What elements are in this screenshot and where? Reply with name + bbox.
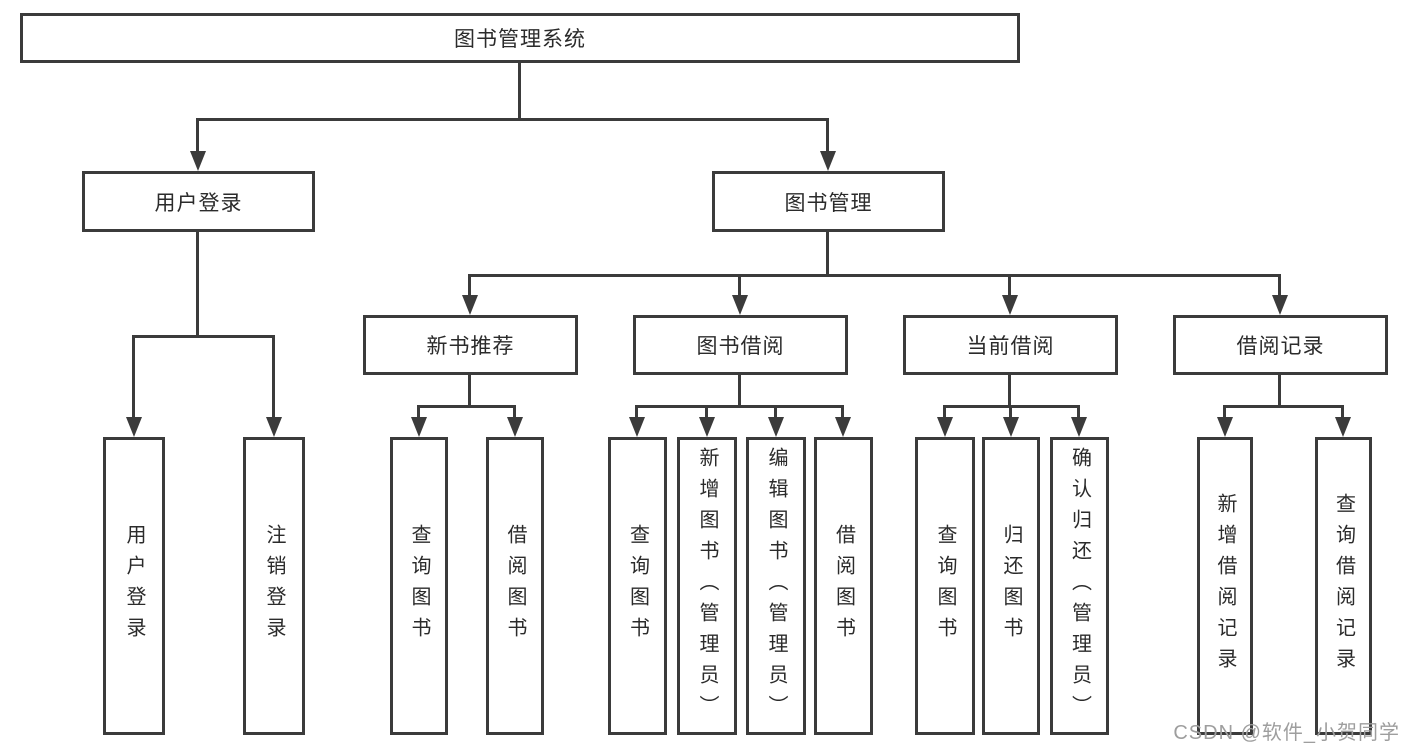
node-new-book-recommendation: 新书推荐 (363, 315, 578, 375)
connector-line (635, 405, 638, 419)
arrow-down-icon (1002, 295, 1018, 315)
node-borrowing-records: 借阅记录 (1173, 315, 1388, 375)
arrow-down-icon (1272, 295, 1288, 315)
arrow-down-icon (629, 417, 645, 437)
connector-line (1223, 405, 1226, 419)
connector-line (943, 405, 946, 419)
node-leaf-borrow-books: 借阅图书 (814, 437, 873, 735)
connector-line (705, 405, 708, 419)
node-leaf-query-books-recommend: 查询图书 (390, 437, 448, 735)
connector-line (468, 375, 471, 407)
connector-line (841, 405, 844, 419)
connector-line (1008, 375, 1011, 407)
connector-line (1341, 405, 1344, 419)
arrow-down-icon (1071, 417, 1087, 437)
connector-line (1077, 405, 1080, 419)
arrow-down-icon (699, 417, 715, 437)
node-leaf-logout: 注销登录 (243, 437, 305, 735)
arrow-down-icon (768, 417, 784, 437)
connector-line (826, 118, 829, 153)
connector-line (1223, 405, 1344, 408)
connector-line (1278, 274, 1281, 297)
connector-line (1008, 274, 1011, 297)
node-current-borrowing: 当前借阅 (903, 315, 1118, 375)
arrow-down-icon (411, 417, 427, 437)
connector-line (468, 274, 1281, 277)
csdn-watermark: CSDN @软件_小贺同学 (1173, 722, 1400, 744)
node-leaf-confirm-return-admin: 确认归还（管理员） (1050, 437, 1109, 735)
node-book-management: 图书管理 (712, 171, 945, 232)
arrow-down-icon (1003, 417, 1019, 437)
node-leaf-edit-books-admin: 编辑图书（管理员） (746, 437, 806, 735)
arrow-down-icon (507, 417, 523, 437)
node-leaf-borrow-books-recommend: 借阅图书 (486, 437, 544, 735)
connector-line (417, 405, 420, 419)
arrow-down-icon (732, 295, 748, 315)
node-leaf-user-login: 用户登录 (103, 437, 165, 735)
connector-line (1278, 375, 1281, 407)
arrow-down-icon (1217, 417, 1233, 437)
connector-line (738, 274, 741, 297)
connector-line (1009, 405, 1012, 419)
node-leaf-query-books-current: 查询图书 (915, 437, 975, 735)
node-leaf-add-borrow-record: 新增借阅记录 (1197, 437, 1253, 735)
connector-line (272, 335, 275, 419)
node-leaf-return-books: 归还图书 (982, 437, 1040, 735)
connector-line (635, 405, 844, 408)
arrow-down-icon (835, 417, 851, 437)
arrow-down-icon (266, 417, 282, 437)
connector-line (826, 232, 829, 276)
connector-line (196, 232, 199, 337)
node-leaf-query-borrow-record: 查询借阅记录 (1315, 437, 1372, 735)
arrow-down-icon (462, 295, 478, 315)
arrow-down-icon (1335, 417, 1351, 437)
connector-line (196, 118, 199, 153)
node-user-login: 用户登录 (82, 171, 315, 232)
connector-line (468, 274, 471, 297)
connector-line (513, 405, 516, 419)
node-leaf-query-books-borrow: 查询图书 (608, 437, 667, 735)
arrow-down-icon (190, 151, 206, 171)
node-book-borrowing: 图书借阅 (633, 315, 848, 375)
node-leaf-add-books-admin: 新增图书（管理员） (677, 437, 737, 735)
connector-line (738, 375, 741, 407)
connector-line (417, 405, 516, 408)
arrow-down-icon (820, 151, 836, 171)
connector-line (196, 118, 829, 121)
connector-line (132, 335, 135, 419)
node-library-management-system: 图书管理系统 (20, 13, 1020, 63)
connector-line (774, 405, 777, 419)
arrow-down-icon (937, 417, 953, 437)
arrow-down-icon (126, 417, 142, 437)
connector-line (132, 335, 275, 338)
connector-line (518, 63, 521, 120)
